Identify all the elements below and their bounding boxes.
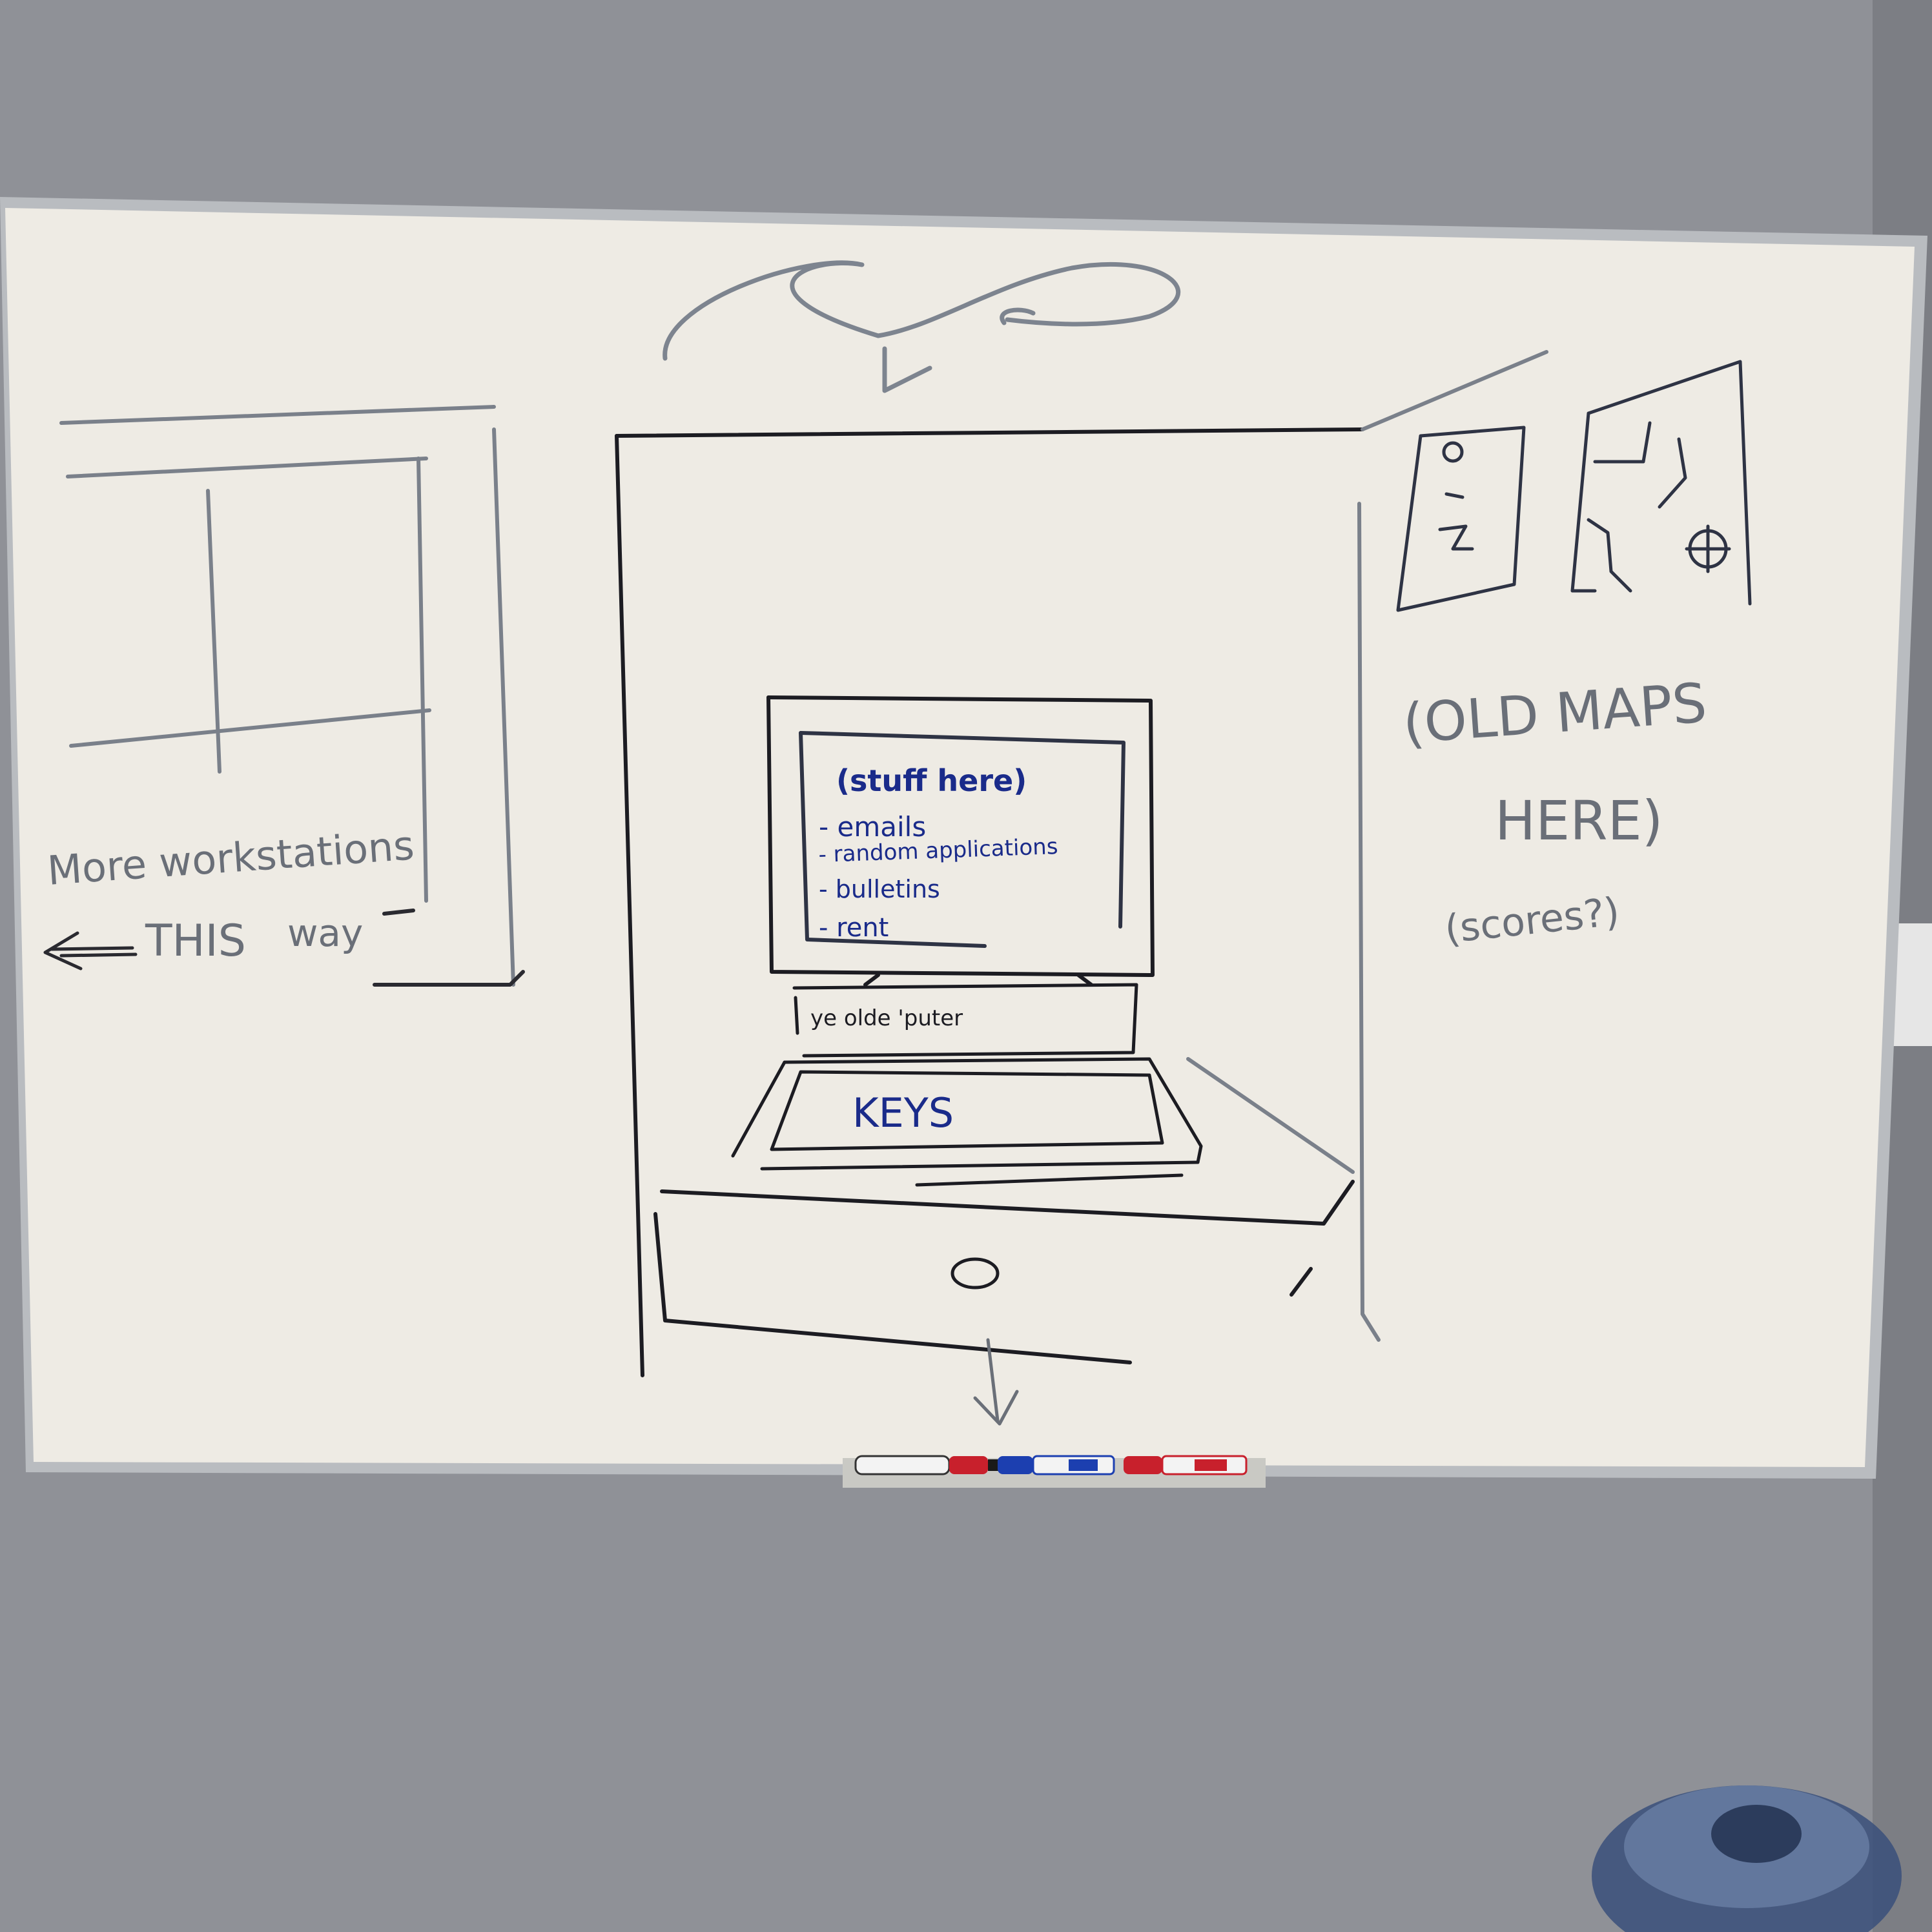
computer-base-sketch <box>792 983 1138 1058</box>
left-text-way: way <box>287 911 363 955</box>
marker-red[interactable] <box>1124 1455 1248 1475</box>
marker-tray <box>843 1455 1266 1488</box>
left-text-this: THIS <box>145 916 246 967</box>
swirl-doodle <box>663 260 1181 393</box>
whiteboard-surface <box>5 208 1915 1467</box>
computer-base-label: ye olde 'puter <box>810 1005 963 1031</box>
monitor-item-bulletins: - bulletins <box>819 875 940 903</box>
left-arrow-sketch <box>43 931 138 971</box>
keyboard-label: KEYS <box>852 1089 954 1136</box>
desk-circle <box>951 1257 1000 1290</box>
left-window-sketch <box>59 405 525 987</box>
monitor-sketch <box>766 695 1155 987</box>
down-arrow-sketch <box>973 1338 1019 1426</box>
marker-black[interactable] <box>854 1455 1000 1475</box>
monitor-item-rent: - rent <box>819 913 889 943</box>
keyboard-sketch <box>731 1057 1203 1187</box>
monitor-item-emails: - emails <box>819 811 926 843</box>
water-bottle <box>1592 1785 1902 1932</box>
wall-sign <box>1892 923 1932 1046</box>
map-sketch-2 <box>1570 360 1752 606</box>
room-outline-sketch <box>615 350 1548 1377</box>
map-sketch-1 <box>1396 426 1526 612</box>
whiteboard <box>0 197 1927 1479</box>
monitor-heading: (stuff here) <box>836 763 1027 798</box>
right-text-here: HERE) <box>1495 789 1663 852</box>
marker-blue[interactable] <box>998 1455 1115 1475</box>
